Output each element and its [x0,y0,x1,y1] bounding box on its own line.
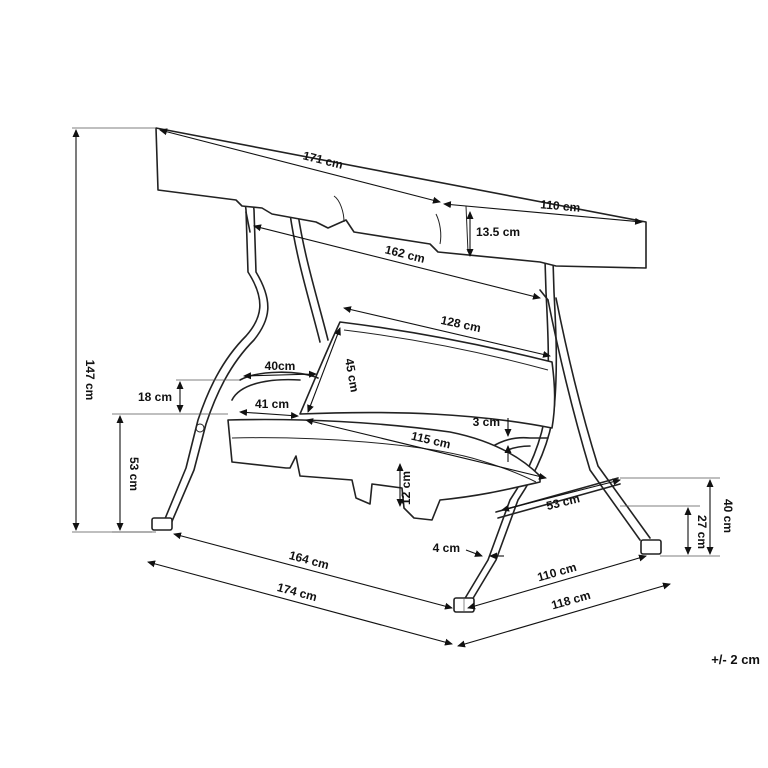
arrow-tube-left [465,549,483,557]
label-backrest-height: 45 cm [342,357,362,393]
arrow-backrest-width [343,306,551,358]
label-canopy-valance: 13.5 cm [476,225,520,239]
arrow-crossbar [501,478,621,512]
arrow-seat-width [305,418,547,480]
arrow-inner-frame-width [253,224,541,300]
swing-illustration [151,127,662,613]
label-footrest-height: 27 cm [695,515,709,549]
label-crossbar-height: 40 cm [721,499,735,533]
label-canopy-depth: 110 cm [540,197,581,214]
front-left-foot [151,517,173,531]
label-seat-height: 53 cm [127,457,141,491]
arrow-armrest-length [243,370,317,380]
label-seat-depth: 41 cm [255,397,289,411]
back-right-foot [640,539,662,555]
arrow-canopy-depth [443,201,643,225]
arrow-seat-depth [239,408,299,420]
label-tube-diameter: 4 cm [433,541,460,555]
arrow-base-outer-width [147,560,453,646]
label-inner-frame-width: 162 cm [384,242,427,265]
tolerance-note: +/- 2 cm [711,652,760,667]
arrow-canopy-width [159,128,441,204]
dimension-arrows [72,128,714,648]
label-base-inner-depth: 110 cm [536,560,578,584]
label-seat-valance: 12 cm [399,471,413,505]
label-crossbar-length: 53 cm [545,491,581,513]
label-armrest-length: 40cm [265,359,296,373]
label-total-height: 147 cm [83,360,97,401]
arrow-base-outer-depth [457,582,671,648]
arrow-backrest-height [307,327,341,413]
label-base-outer-width: 174 cm [276,580,319,604]
label-armrest-height: 18 cm [138,390,172,404]
label-cushion-thickness: 3 cm [473,415,500,429]
label-base-inner-width: 164 cm [288,548,331,572]
